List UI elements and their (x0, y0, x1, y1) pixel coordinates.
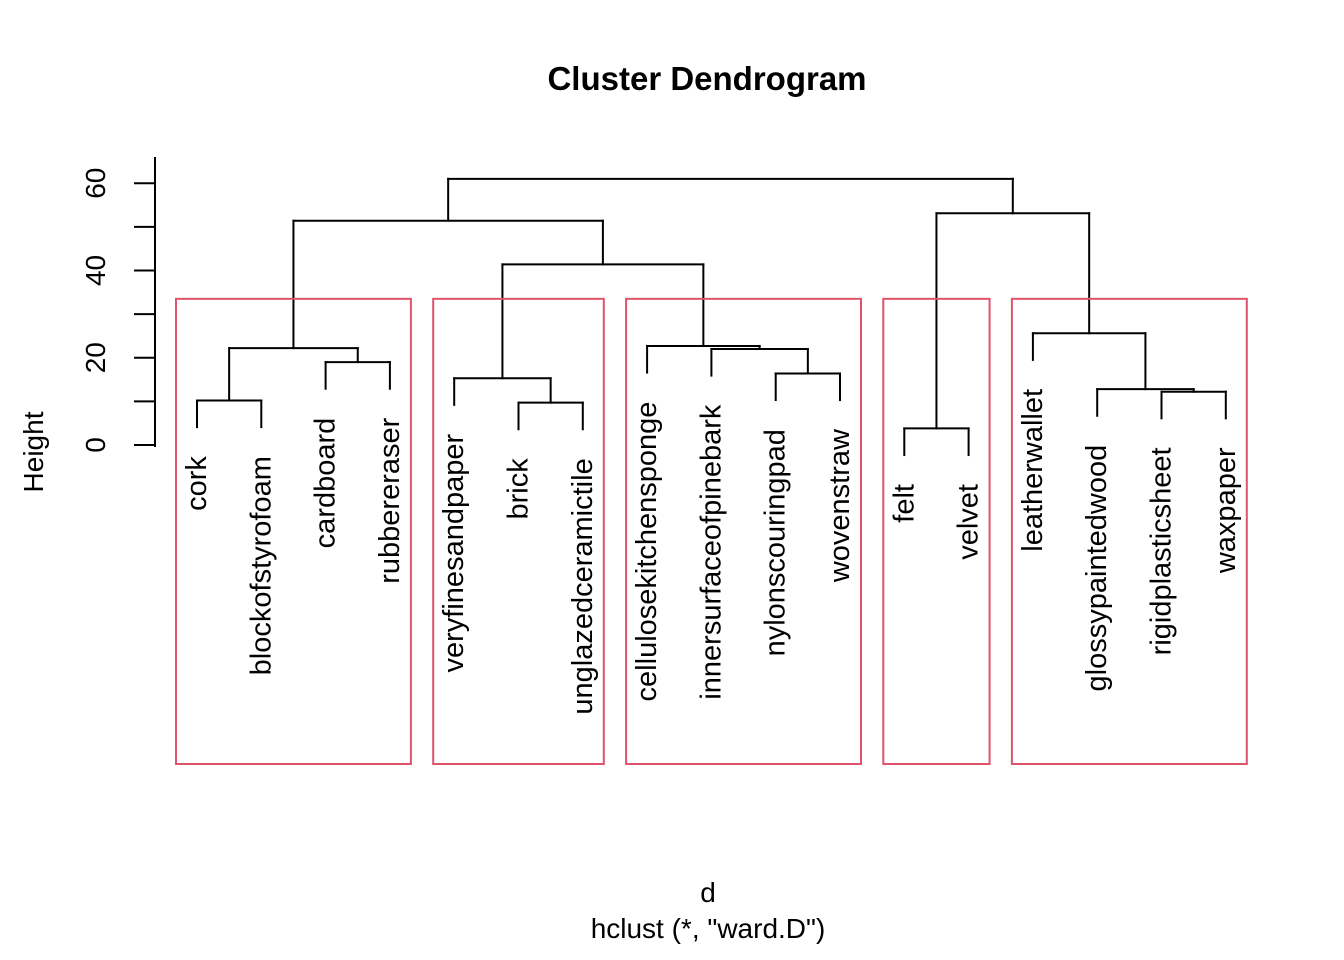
leaf-label: brick (503, 458, 535, 520)
cluster-box (175, 297, 412, 765)
cluster-boxes (175, 297, 1248, 765)
leaf-label: glossypaintedwood (1081, 445, 1113, 692)
leaf-label: innersurfaceofpinebark (695, 404, 727, 700)
leaf-label: velvet (953, 484, 985, 560)
cluster-box (625, 297, 862, 765)
leaf-label: nylonscouringpad (760, 429, 792, 656)
dendrogram-links (196, 177, 1227, 457)
cluster-box (1010, 297, 1248, 765)
leaf-label: felt (888, 484, 920, 523)
leaf-label: rigidplasticsheet (1146, 447, 1178, 655)
leaf-label: wovenstraw (824, 428, 856, 583)
y-axis-tick-label: 40 (80, 255, 111, 286)
leaf-labels: cork blockofstyrofoam cardboard rubbererase… (181, 389, 1242, 715)
y-axis-tick-label: 20 (80, 342, 111, 373)
leaf-label: blockofstyrofoam (245, 456, 277, 675)
leaf-label: leatherwallet (1017, 389, 1049, 552)
y-axis: 0 20 40 60 (80, 157, 156, 453)
cluster-box (432, 297, 605, 765)
xlab-method-caption: hclust (*, "ward.D") (590, 913, 826, 944)
y-axis-tick-label: 0 (80, 437, 111, 453)
chart-title: Cluster Dendrogram (547, 60, 867, 97)
leaf-label: rubbereraser (374, 417, 406, 583)
leaf-label: unglazedceramictile (567, 458, 599, 714)
y-axis-tick-label: 60 (80, 168, 111, 199)
leaf-label: veryfinesandpaper (438, 434, 470, 673)
xlab-data-caption: d (700, 877, 716, 908)
cluster-box (882, 297, 991, 765)
leaf-label: cardboard (310, 418, 342, 549)
leaf-label: cork (181, 456, 213, 511)
leaf-label: cellulosekitchensponge (631, 402, 663, 702)
leaf-label: waxpaper (1210, 447, 1242, 574)
